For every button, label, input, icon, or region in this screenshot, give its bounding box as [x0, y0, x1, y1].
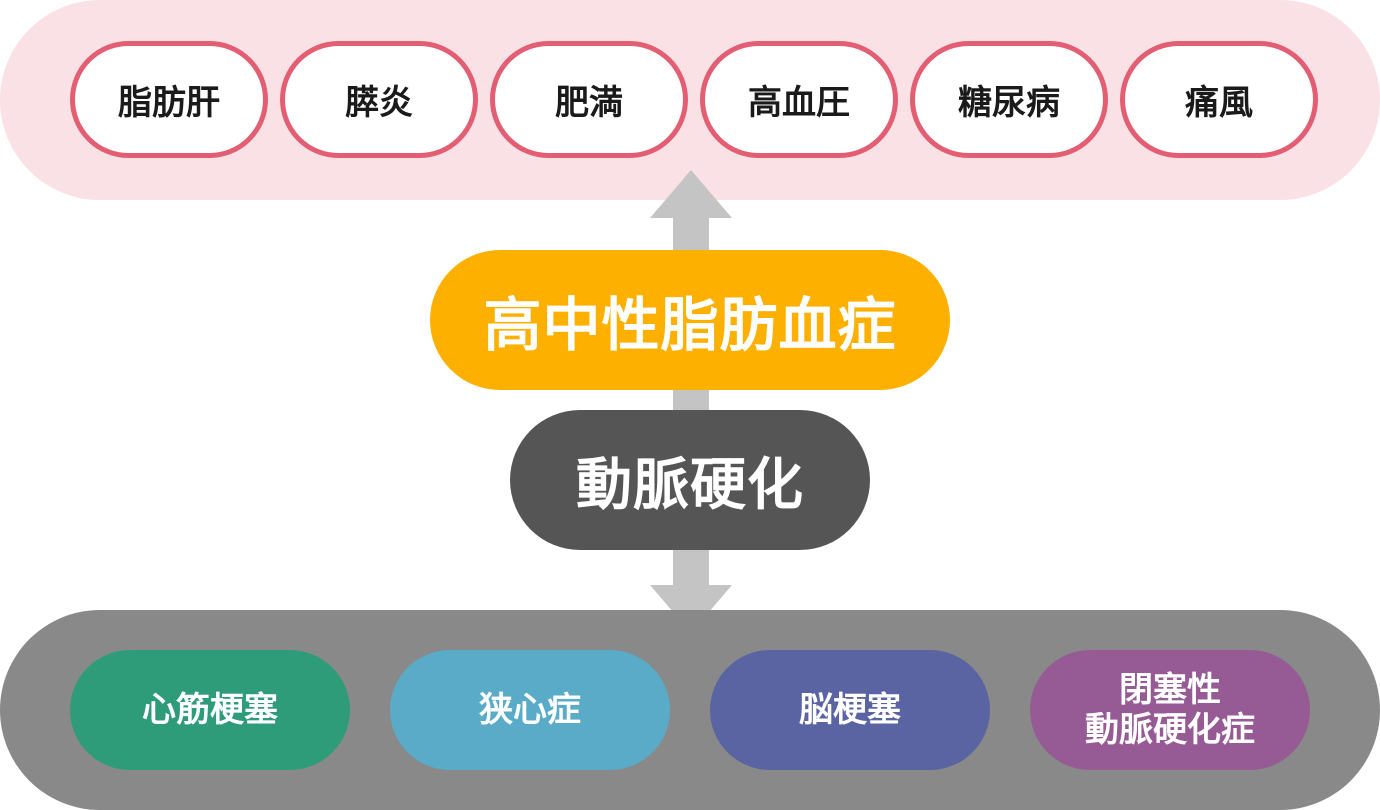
outcome-angina: 狭心症	[390, 650, 670, 770]
center-secondary-label: 動脈硬化	[576, 452, 804, 518]
outcome-label-line: 閉塞性	[1119, 670, 1221, 710]
disease-label: 糖尿病	[958, 83, 1060, 123]
disease-label: 脂肪肝	[118, 83, 220, 123]
disease-pancreatitis: 膵炎	[280, 41, 478, 158]
outcome-label-line: 狭心症	[479, 690, 581, 730]
disease-obesity: 肥満	[490, 41, 688, 158]
outcome-cerebral-infarction: 脳梗塞	[710, 650, 990, 770]
disease-gout: 痛風	[1120, 41, 1318, 158]
disease-hypertension: 高血圧	[700, 41, 898, 158]
disease-label: 高血圧	[748, 83, 850, 123]
disease-label: 肥満	[555, 83, 623, 123]
disease-diabetes: 糖尿病	[910, 41, 1108, 158]
disease-fatty-liver: 脂肪肝	[70, 41, 268, 158]
disease-label: 痛風	[1185, 83, 1253, 123]
center-primary-label: 高中性脂肪血症	[483, 291, 897, 359]
arteriosclerosis-pill: 動脈硬化	[510, 410, 870, 550]
outcome-arteriosclerosis-obliterans: 閉塞性 動脈硬化症	[1030, 650, 1310, 770]
outcome-myocardial-infarction: 心筋梗塞	[70, 650, 350, 770]
outcome-label-line: 脳梗塞	[799, 690, 901, 730]
outcome-label-line: 動脈硬化症	[1085, 710, 1255, 750]
outcome-label-line: 心筋梗塞	[142, 690, 278, 730]
disease-label: 膵炎	[345, 83, 413, 123]
hypertriglyceridemia-pill: 高中性脂肪血症	[430, 250, 950, 390]
arrow-up-icon	[650, 170, 732, 218]
